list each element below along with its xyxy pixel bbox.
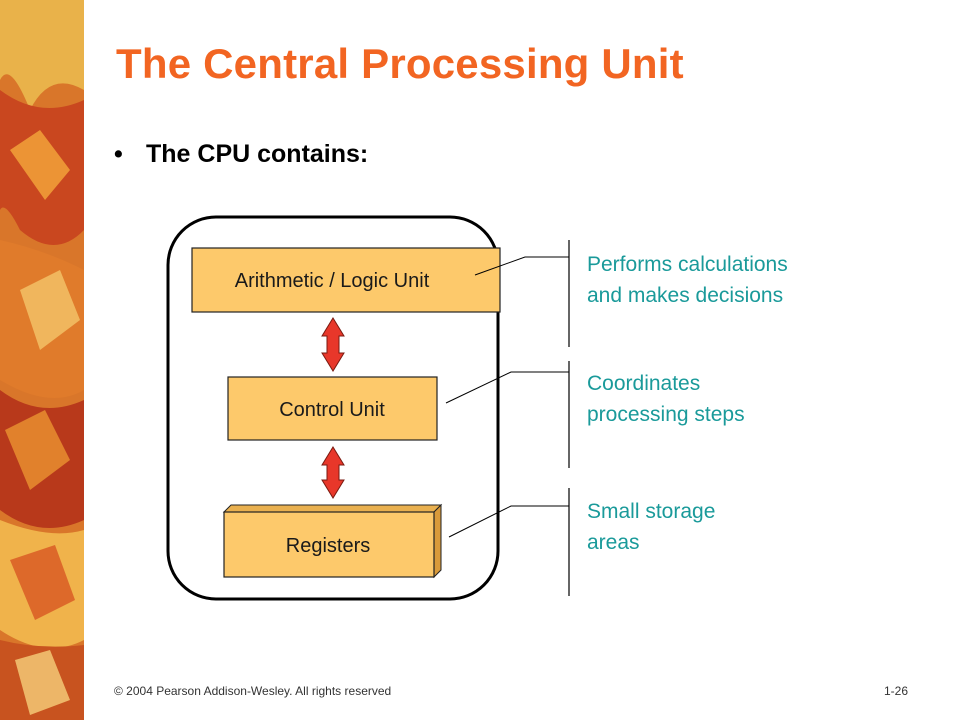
alu-box: Arithmetic / Logic Unit	[191, 247, 501, 313]
connector-line	[448, 505, 569, 538]
alu-description-line: Performs calculations	[587, 253, 788, 276]
registers-box: Registers	[222, 503, 443, 579]
alu-label: Arithmetic / Logic Unit	[235, 270, 430, 292]
registers-description-line: areas	[587, 531, 640, 554]
control-unit-description: Coordinates processing steps	[587, 368, 745, 430]
alu-description-line: and makes decisions	[587, 284, 784, 307]
bullet-dot: •	[114, 140, 123, 168]
autumn-leaves-decoration	[0, 0, 84, 720]
bullet-text: The CPU contains:	[146, 140, 369, 168]
double-arrow-icon	[321, 317, 345, 372]
slide-title: The Central Processing Unit	[116, 40, 684, 87]
page-number: 1-26	[884, 684, 909, 698]
connector-line	[474, 256, 569, 276]
alu-description: Performs calculations and makes decision…	[587, 249, 788, 311]
registers-label: Registers	[286, 535, 370, 557]
registers-description-line: Small storage	[587, 500, 716, 523]
control-unit-label: Control Unit	[279, 399, 385, 421]
control-unit-description-line: processing steps	[587, 403, 745, 426]
cpu-container	[166, 215, 500, 601]
control-unit-description-line: Coordinates	[587, 372, 701, 395]
connector-line	[445, 371, 569, 404]
double-arrow-icon	[321, 446, 345, 499]
copyright-footer: © 2004 Pearson Addison-Wesley. All right…	[114, 684, 392, 698]
bullet-item: • The CPU contains:	[114, 140, 368, 169]
control-unit-box: Control Unit	[227, 376, 438, 441]
registers-description: Small storage areas	[587, 496, 715, 558]
